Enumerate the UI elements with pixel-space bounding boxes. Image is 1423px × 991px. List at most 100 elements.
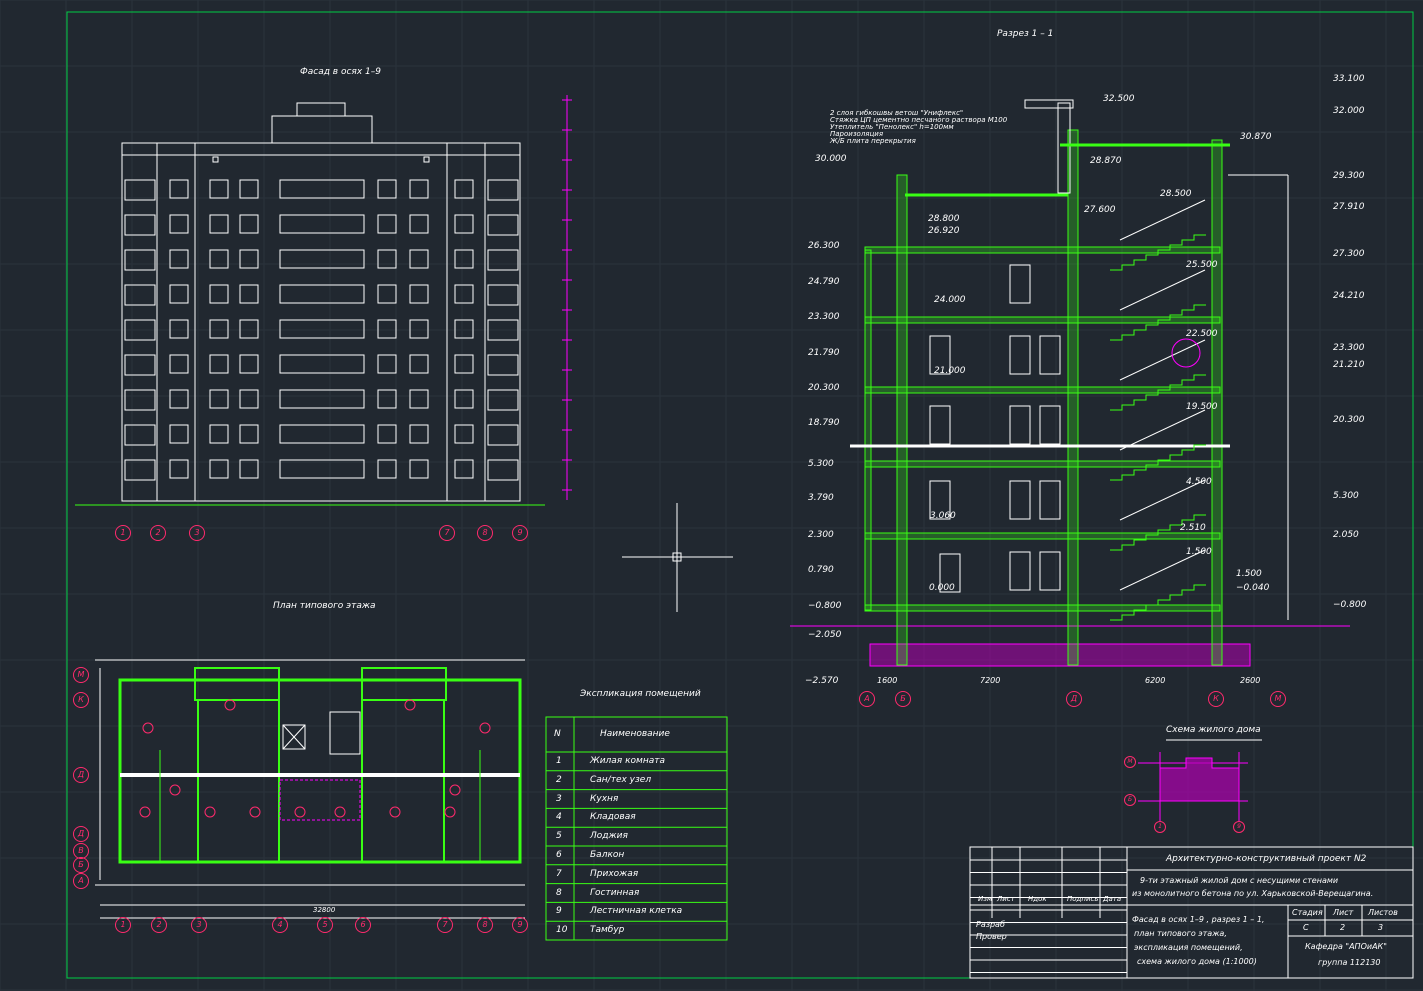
window [454,249,474,269]
facade-drawing [75,102,545,506]
roof-note: 2 слоя гибкошвы ветош "Унифлекс" Стяжка … [830,109,1008,145]
window [239,284,259,304]
stamp-sheets-value: 3 [1378,923,1384,932]
room-number-marker [449,784,461,796]
axis-bubble: 4 [272,917,288,933]
stair-line [1119,339,1206,381]
stair-flight [1110,374,1206,411]
loggia [487,319,519,341]
table-cell-no: 8 [556,887,562,898]
level-inner: 32.500 [1103,94,1135,104]
stamp-col-list: Лист [997,895,1015,903]
axis-bubble: 2 [151,917,167,933]
room-number-marker [479,722,491,734]
door-opening [1009,335,1031,375]
loggia [487,214,519,236]
window [209,249,229,269]
level-inner: 24.000 [934,295,966,305]
stamp-col-data: Дата [1103,895,1122,903]
plan-total-dim: 32800 [313,906,336,914]
level-inner: 27.600 [1084,205,1116,215]
plan-drawing [95,659,525,919]
loggia [487,284,519,306]
axis-bubble: 9 [512,917,528,933]
level-right: 23.300 [1333,343,1365,353]
stair-flight [1110,444,1206,481]
axis-bubble: 9 [512,525,528,541]
window [377,319,397,339]
stair-flight [1110,514,1206,551]
sheet-frame [66,11,1414,979]
loggia [487,179,519,201]
door-opening [1009,264,1031,304]
balcony-window [279,424,365,444]
window [409,319,429,339]
level-left: 0.790 [808,565,834,575]
stamp-sheets-label: Листов [1368,908,1398,917]
table-cell-name: Балкон [590,850,625,860]
stair-flight [1110,234,1206,271]
level-inner: 4.500 [1186,477,1212,487]
door-opening [939,553,961,593]
axis-bubble: М [73,667,89,683]
window [409,249,429,269]
window [239,179,259,199]
level-right: 27.910 [1333,202,1365,212]
window [409,389,429,409]
window [454,389,474,409]
level-inner: 1.500 [1236,569,1262,579]
table-cell-no: 7 [556,868,562,879]
table-cell-name: Лестничная клетка [590,906,683,917]
explication-table [545,716,728,941]
level-inner: 1.500 [1186,547,1212,557]
floor-slab [864,532,1221,540]
door-opening [1009,480,1031,520]
window [169,179,189,199]
axis-bubble: Д [73,767,89,783]
door-opening [929,405,951,445]
window [239,459,259,479]
window [239,319,259,339]
axis-bubble: 1 [1154,821,1166,833]
level-inner: 28.800 [928,214,960,224]
window [377,284,397,304]
stamp-contents-3: экспликация помещений, [1134,943,1243,952]
window [239,249,259,269]
window [239,389,259,409]
loggia [124,319,156,341]
section-title: Разрез 1 – 1 [997,29,1054,39]
room-number-marker [169,784,181,796]
table-cell-no: 10 [556,925,568,936]
level-right: 24.210 [1333,291,1365,301]
window [377,389,397,409]
level-right: 2.050 [1333,530,1359,540]
level-inner: −0.040 [1236,583,1270,593]
room-number-marker [249,806,261,818]
window [209,319,229,339]
window [454,459,474,479]
axis-bubble: 1 [115,917,131,933]
table-header-name: Наименование [600,729,670,739]
window [239,424,259,444]
table-cell-name: Сан/тех узел [590,774,652,785]
balcony-window [279,319,365,339]
window [169,319,189,339]
table-cell-name: Тамбур [590,925,625,936]
loggia [124,354,156,376]
axis-bubble: К [73,692,89,708]
door-opening [1039,335,1061,375]
window [169,214,189,234]
axis-bubble: 3 [189,525,205,541]
level-right: 20.300 [1333,415,1365,425]
level-left: 5.300 [808,459,834,469]
window [169,249,189,269]
stamp-prover: Провер [976,932,1007,941]
scheme-drawing [1138,739,1262,822]
level-inner: 22.500 [1186,329,1218,339]
window [377,214,397,234]
floor-slab [864,386,1221,394]
table-cell-name: Кладовая [590,812,636,823]
room-number-marker [404,699,416,711]
